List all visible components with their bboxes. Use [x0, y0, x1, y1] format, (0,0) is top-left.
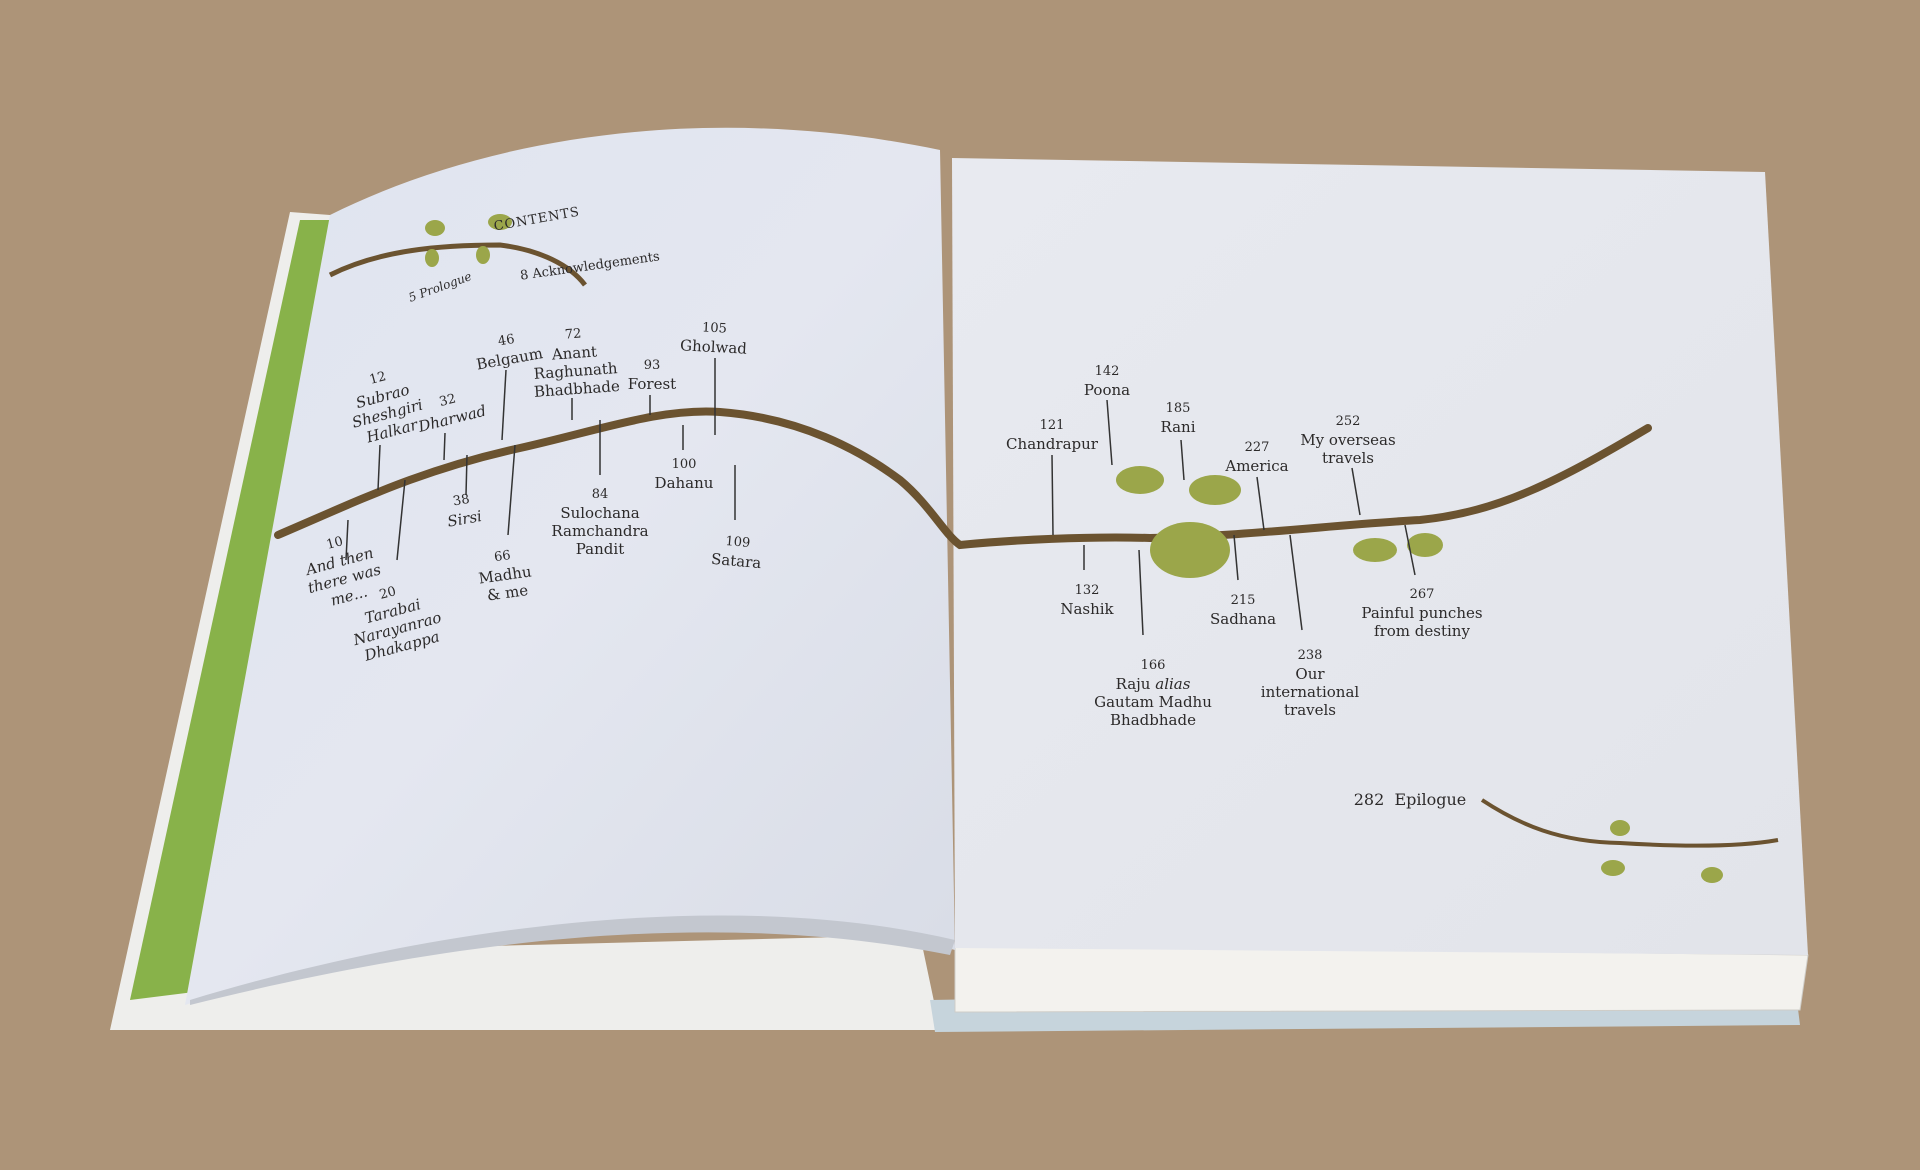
page-number: 166	[1140, 658, 1166, 673]
chapter-title: Epilogue	[1394, 790, 1467, 809]
toc-entry-epilogue[interactable]: 282 Epilogue	[1354, 791, 1467, 809]
page-number: 93	[643, 358, 661, 373]
chapter-title: Raju	[1115, 675, 1151, 693]
page-number: 267	[1409, 587, 1435, 602]
page-number: 100	[671, 457, 697, 472]
page-number: 121	[1039, 418, 1065, 433]
page-number: 227	[1244, 440, 1270, 455]
chapter-title: Sulochana Ramchandra Pandit	[551, 504, 649, 558]
left-page	[185, 127, 955, 1005]
chapter-title: America	[1225, 457, 1289, 475]
page-number: 238	[1297, 648, 1323, 663]
chapter-title: My overseas travels	[1300, 431, 1396, 467]
page-edges	[954, 944, 1809, 1013]
page-number: 282	[1353, 790, 1385, 809]
chapter-title: Dahanu	[654, 474, 714, 492]
chapter-title: Poona	[1083, 381, 1131, 399]
cover-illustration	[130, 220, 330, 1000]
chapter-title: Nashik	[1060, 600, 1114, 618]
timeline-branch	[274, 407, 1652, 550]
chapter-title: Sadhana	[1209, 610, 1277, 628]
chapter-title-alias: alias	[1155, 675, 1191, 693]
page-number: 185	[1165, 401, 1191, 416]
page-number: 142	[1094, 364, 1120, 379]
chapter-title: Rani	[1160, 418, 1196, 436]
top-branch	[328, 242, 587, 287]
page-number: 84	[591, 487, 609, 502]
chapter-title: Madhu & me	[477, 562, 533, 605]
chapter-title: Gholwad	[679, 336, 748, 358]
page-number: 215	[1230, 593, 1256, 608]
chapter-title: Our international travels	[1260, 665, 1360, 719]
page-curl-shadow	[190, 915, 955, 1005]
chapter-ticks	[345, 358, 1416, 636]
page-number: 252	[1335, 414, 1361, 429]
epilogue-branch	[1480, 798, 1779, 848]
chapter-title: Painful punches from destiny	[1361, 604, 1483, 640]
chapter-title: Forest	[627, 375, 677, 393]
toc-entry[interactable]: 252 My overseas travels	[1300, 413, 1395, 467]
page-number: 8	[519, 267, 530, 284]
page-number: 132	[1074, 583, 1100, 598]
chapter-title: Gautam Madhu Bhadbhade	[1094, 693, 1212, 729]
leaves	[425, 214, 1723, 883]
chapter-title: Anant Raghunath Bhadbhade	[533, 342, 621, 401]
chapter-title: Chandrapur	[1006, 435, 1098, 453]
